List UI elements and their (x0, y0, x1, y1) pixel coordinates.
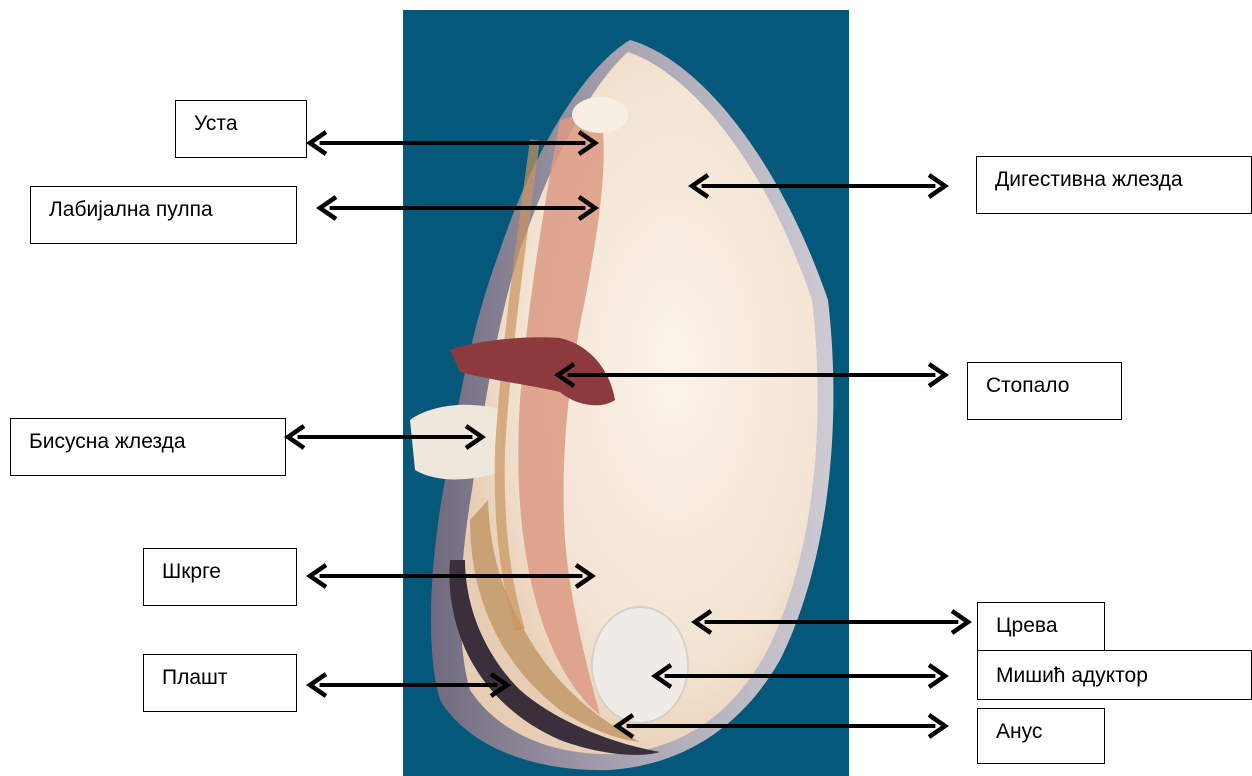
label-mantle: Плашт (143, 654, 297, 712)
adductor-muscle (592, 607, 688, 723)
label-digestive-gland: Дигестивна жлезда (976, 156, 1252, 214)
label-mouth: Уста (175, 100, 307, 158)
label-gills: Шкрге (143, 548, 297, 606)
label-byssus-gland: Бисусна жлезда (10, 418, 286, 476)
mouth-region (572, 97, 628, 133)
label-labial-palp: Лабијална пулпа (30, 186, 297, 244)
label-anus: Анус (977, 708, 1105, 764)
byssus-tissue (410, 405, 505, 480)
label-adductor-muscle: Мишић адуктор (977, 650, 1252, 700)
label-foot: Стопало (967, 362, 1122, 420)
